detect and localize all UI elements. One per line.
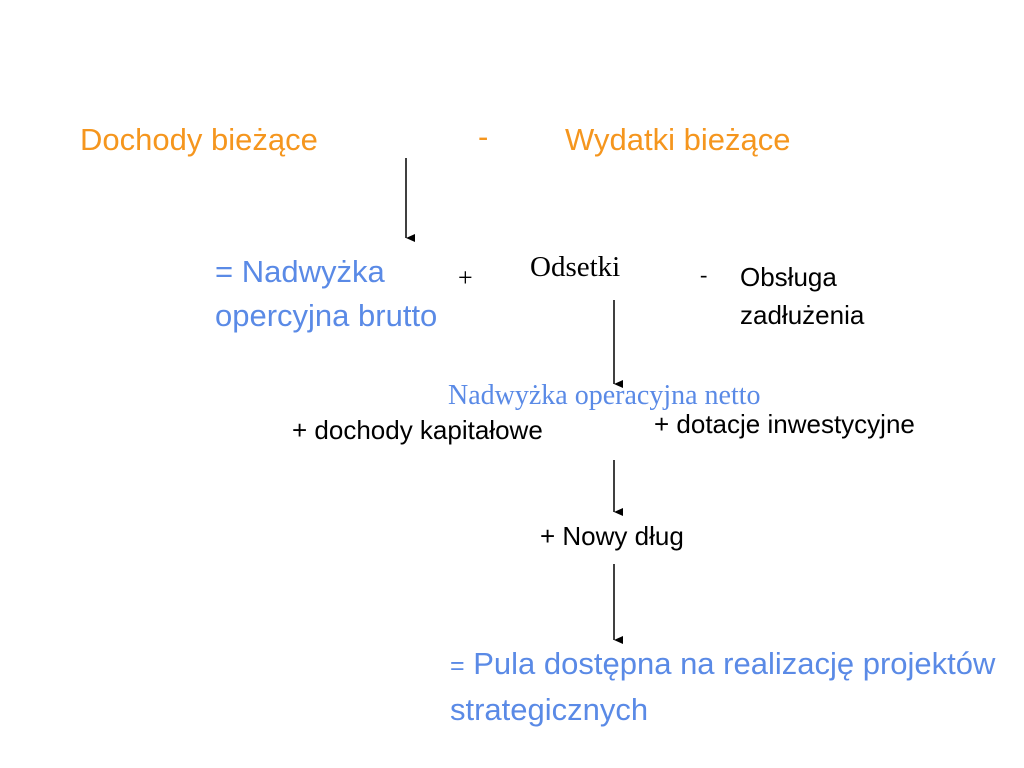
investment-grants-label: + dotacje inwestycyjne — [654, 409, 915, 439]
current-expenses-label: Wydatki bieżące — [565, 122, 791, 157]
gross-operating-surplus-label: = Nadwyżka opercyjna brutto — [215, 254, 438, 333]
net-operating-surplus-label: Nadwyżka operacyjna netto — [448, 380, 761, 411]
plus-operator: + — [458, 263, 473, 292]
debt-service-label: Obsługa zadłużenia — [740, 262, 865, 330]
new-debt-label: + Nowy dług — [540, 521, 684, 551]
minus-operator: - — [478, 119, 489, 154]
current-income-label: Dochody bieżące — [80, 122, 318, 157]
minus-operator-2: - — [700, 262, 708, 287]
equals-sign: = — [450, 652, 465, 680]
capital-income-label: + dochody kapitałowe — [292, 415, 543, 445]
strategic-projects-pool-text: Pula dostępna na realizację projektów st… — [450, 646, 996, 727]
strategic-projects-pool-label: = Pula dostępna na realizację projektów … — [450, 642, 1010, 732]
interest-label: Odsetki — [530, 251, 621, 283]
